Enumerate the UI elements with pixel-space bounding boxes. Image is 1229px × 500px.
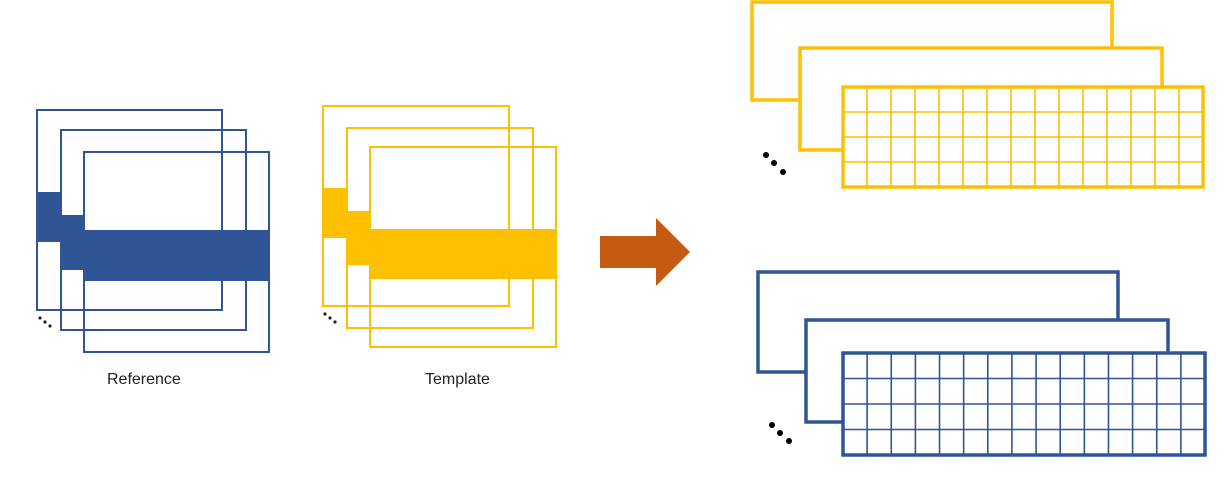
reference-band [37,192,269,281]
template-output-ellipsis-icon [763,152,786,175]
template-frame-2 [346,127,534,329]
template-band [323,188,556,279]
template-output-stack [750,0,1205,189]
reference-output-stack [756,270,1207,457]
template-label: Template [425,371,490,388]
reference-output-grid [841,351,1207,457]
ellipsis-dot [777,430,783,436]
template-ellipsis-icon [323,312,337,324]
right-arrow-icon [600,218,690,286]
reference-label: Reference [107,371,181,388]
reference-ellipsis-icon [38,316,52,328]
ellipsis-dot [763,152,769,158]
ellipsis-dot [786,438,792,444]
ellipsis-dot [769,422,775,428]
ellipsis-dot [771,160,777,166]
template-stack: Template [322,105,557,388]
reference-stack: Reference [36,109,270,388]
template-output-grid [841,85,1205,189]
reference-output-ellipsis-icon [769,422,792,444]
ellipsis-dot [780,169,786,175]
